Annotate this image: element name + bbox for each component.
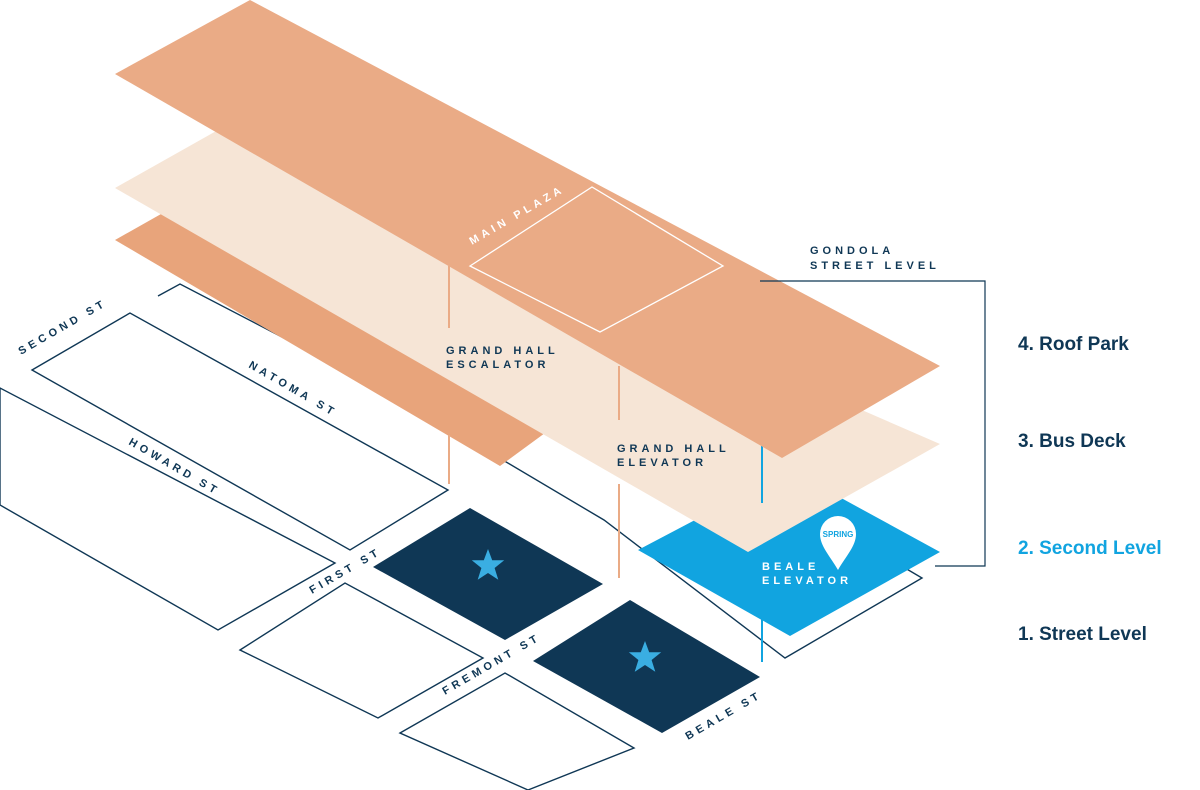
- grand-hall-elevator-label-2: ELEVATOR: [617, 457, 707, 469]
- bus-deck-plate[interactable]: [115, 130, 940, 552]
- fremont-st-label: FREMONT ST: [441, 631, 544, 697]
- grand-hall-escalator-label-1: GRAND HALL: [446, 345, 559, 357]
- grand-hall-elevator-label-1: GRAND HALL: [617, 443, 730, 455]
- grand-hall-escalator-label-2: ESCALATOR: [446, 359, 549, 371]
- level-4-roof-park[interactable]: 4. Roof Park: [1018, 334, 1129, 355]
- first-st-label: FIRST ST: [308, 546, 384, 597]
- landmark-blocks: [373, 508, 760, 733]
- natoma-street-edge: [157, 283, 924, 659]
- level-1-street-level[interactable]: 1. Street Level: [1018, 624, 1147, 645]
- level-3-bus-deck[interactable]: 3. Bus Deck: [1018, 431, 1126, 452]
- block-fremont-beale-south: [398, 672, 636, 790]
- block-second-natoma: [30, 312, 450, 551]
- gondola-label-2: STREET LEVEL: [810, 260, 940, 272]
- gondola-label-1: GONDOLA: [810, 245, 894, 257]
- level-2-second-level[interactable]: 2. Second Level: [1018, 538, 1162, 559]
- howard-st-label: HOWARD ST: [127, 436, 222, 498]
- callout-labels: GRAND HALL ESCALATOR GRAND HALL ELEVATOR…: [446, 245, 940, 469]
- beale-elevator-label-1: BEALE: [762, 561, 819, 573]
- second-st-label: SECOND ST: [17, 297, 110, 357]
- landmark-block-south[interactable]: [533, 600, 760, 733]
- gondola-connector-line: [760, 280, 986, 567]
- pin-brand-label: SPRING: [823, 530, 854, 539]
- beale-elevator-label-2: ELEVATOR: [762, 575, 852, 587]
- natoma-st-label: NATOMA ST: [247, 359, 340, 419]
- block-first-fremont-west: [238, 582, 485, 719]
- level-legend: 4. Roof Park 3. Bus Deck 2. Second Level…: [1018, 334, 1162, 645]
- beale-elevator-labels: BEALE ELEVATOR: [762, 561, 852, 587]
- map-pin-icon[interactable]: SPRING: [820, 516, 856, 570]
- block-howard-first: [0, 387, 337, 631]
- street-blocks: [0, 283, 924, 790]
- main-plaza-outline[interactable]: [468, 186, 725, 333]
- star-icon: [471, 549, 505, 580]
- landmark-block-north[interactable]: [373, 508, 603, 640]
- star-icon: [628, 641, 662, 672]
